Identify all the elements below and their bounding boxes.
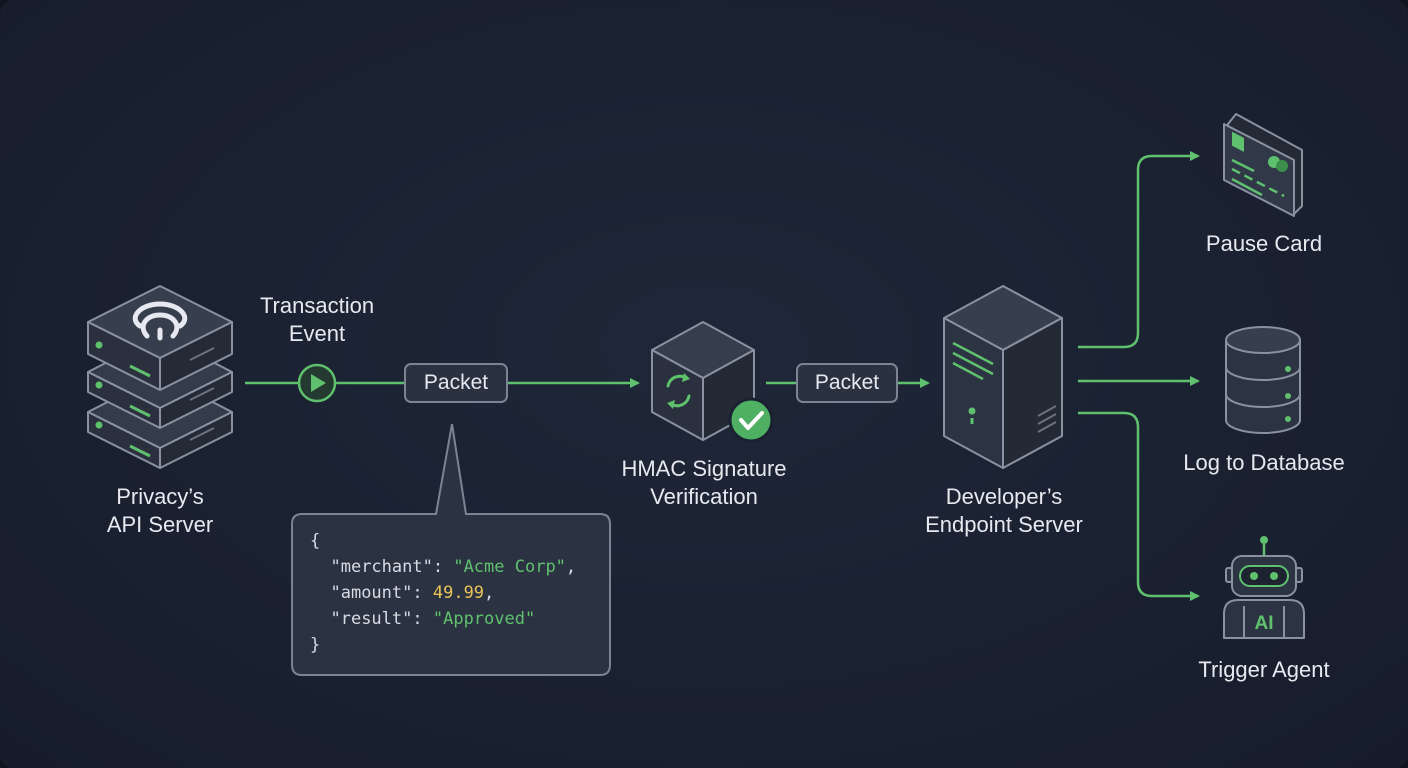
endpoint-label-line1: Developer’s [945,484,1063,509]
payload-line-result: "result": "Approved" [330,609,536,629]
payload-amount-value: 49.99 [432,583,485,603]
robot-ai-badge: AI [1255,613,1274,634]
card-icon [1223,113,1303,217]
play-icon [297,363,337,403]
hmac-label-line2: Verification [650,484,758,509]
refresh-icon [666,373,691,409]
trigger-agent-label: Trigger Agent [1198,657,1330,682]
database-icon [1225,326,1301,434]
payload-merchant-value: "Acme Corp" [453,557,566,577]
payload-open-brace: { [310,531,321,551]
packet-pill-1: Packet [404,363,508,403]
transaction-event-label: Transaction Event [237,292,397,348]
endpoint-tower-icon [943,285,1063,469]
payload-code-block: { "merchant": "Acme Corp", "amount": 49.… [292,514,610,675]
privacy-logo-icon [132,301,188,341]
endpoint-label-line2: Endpoint Server [925,512,1083,537]
arrow-to-trigger-agent [1078,411,1200,601]
payload-close-brace: } [310,635,321,655]
packet-pill-2: Packet [796,363,898,403]
payload-line-amount: "amount": 49.99, [330,583,495,603]
hmac-label: HMAC Signature Verification [604,455,804,511]
endpoint-label: Developer’s Endpoint Server [904,483,1104,539]
transaction-event-label-line1: Transaction [259,293,375,318]
payload-bubble [291,423,611,676]
transaction-event-label-line2: Event [288,321,346,346]
api-server-label-line1: Privacy’s [116,484,204,509]
log-database-label: Log to Database [1183,450,1345,475]
api-server-label-line2: API Server [106,512,214,537]
arrow-to-pause-card [1078,151,1200,349]
api-server-label: Privacy’s API Server [80,483,240,539]
payload-merchant-key: "merchant" [330,557,433,577]
payload-result-key: "result" [330,609,413,629]
payload-amount-key: "amount" [330,583,413,603]
robot-icon [1223,536,1305,639]
api-server-stack-icon [87,285,233,469]
connectors [245,151,1200,601]
pause-card-label: Pause Card [1205,231,1323,256]
hmac-label-line1: HMAC Signature [621,456,787,481]
payload-line-merchant: "merchant": "Acme Corp", [330,557,577,577]
check-badge-icon [728,397,774,443]
payload-result-value: "Approved" [432,609,536,629]
